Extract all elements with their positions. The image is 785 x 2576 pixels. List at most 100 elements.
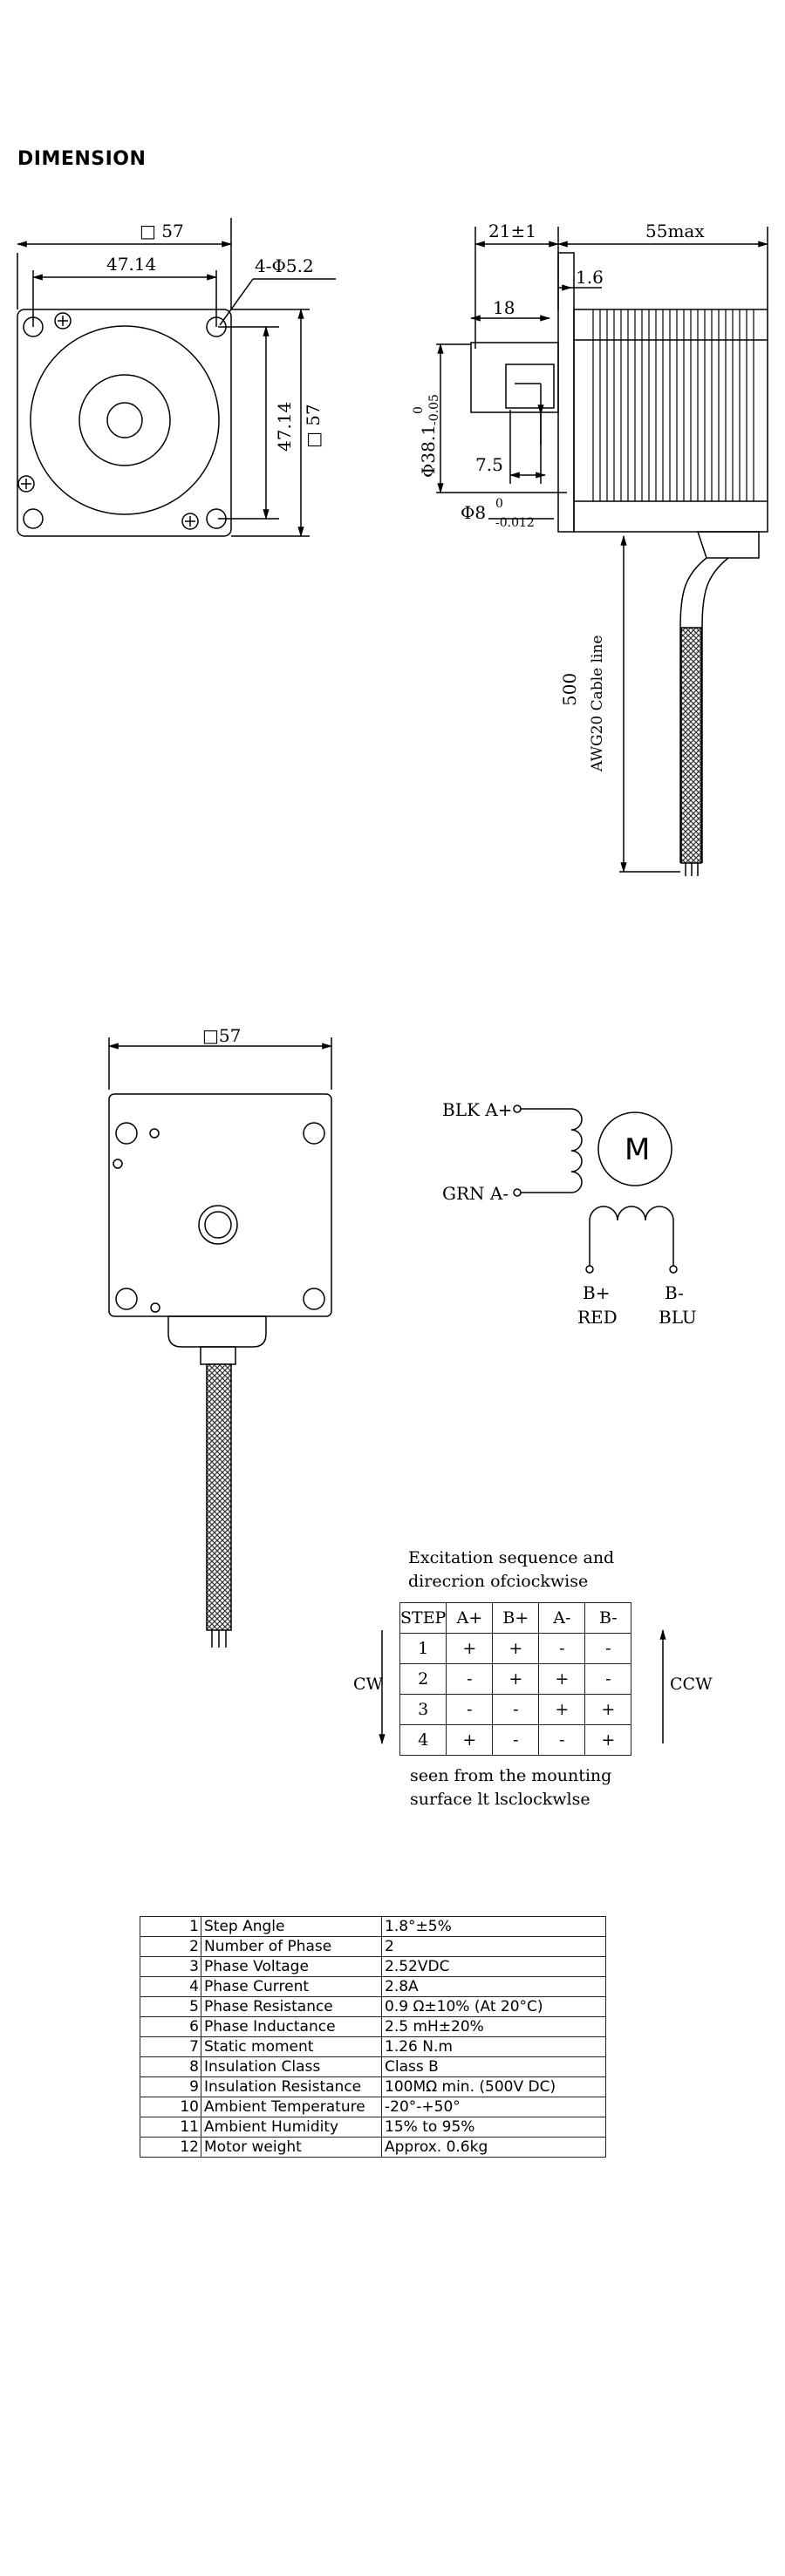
side-boss-tol-upper: 0 — [412, 406, 426, 414]
spec-value: 0.9 Ω±10% (At 20°C) — [381, 1996, 606, 2017]
header-cell: B+ — [492, 1602, 540, 1634]
excitation-row: 1 + + - - — [399, 1633, 632, 1664]
excitation-footer-line1: seen from the mounting — [410, 1766, 611, 1785]
spec-no: 7 — [140, 2036, 201, 2057]
spec-value: Class B — [381, 2056, 606, 2077]
spec-no: 9 — [140, 2076, 201, 2097]
wiring-b-minus-color: BLU — [659, 1307, 697, 1328]
spec-value: 15% to 95% — [381, 2117, 606, 2138]
excitation-header-row: STEP A+ B+ A- B- — [399, 1602, 632, 1634]
section-title: DIMENSION — [17, 148, 147, 170]
side-flat-len: 7.5 — [475, 454, 503, 475]
spec-value: 2.5 mH±20% — [381, 2016, 606, 2037]
cell: - — [538, 1724, 586, 1756]
spec-no: 1 — [140, 1916, 201, 1937]
header-cell: B- — [584, 1602, 632, 1634]
cell: 1 — [399, 1633, 447, 1664]
spec-param: Phase Voltage — [201, 1956, 382, 1977]
cell: - — [446, 1694, 494, 1725]
spec-param: Insulation Resistance — [201, 2076, 382, 2097]
spec-no: 6 — [140, 2016, 201, 2037]
excitation-title-line2: direcrion ofciockwise — [408, 1572, 588, 1591]
cell: 2 — [399, 1663, 447, 1695]
motor-symbol: M — [625, 1132, 650, 1167]
spec-param: Phase Current — [201, 1976, 382, 1997]
spec-value: Approx. 0.6kg — [381, 2137, 606, 2158]
side-shaft-tol-lower: -0.012 — [495, 516, 535, 530]
cell: + — [446, 1633, 494, 1664]
excitation-row: 2 - + + - — [399, 1663, 632, 1695]
spec-param: Step Angle — [201, 1916, 382, 1937]
front-square-size: □ 57 — [140, 221, 184, 241]
spec-no: 10 — [140, 2097, 201, 2117]
side-cable-len: 500 — [559, 673, 580, 706]
spec-param: Phase Resistance — [201, 1996, 382, 2017]
cell: + — [584, 1694, 632, 1725]
cell: + — [446, 1724, 494, 1756]
cell: - — [492, 1694, 540, 1725]
front-hole-spec: 4-Φ5.2 — [255, 255, 314, 276]
header-cell: STEP — [399, 1602, 447, 1634]
cw-label: CW — [353, 1675, 384, 1694]
cell: 4 — [399, 1724, 447, 1756]
wiring-b-minus: B- — [665, 1282, 684, 1303]
spec-no: 12 — [140, 2137, 201, 2158]
side-shaft-dia: Φ8 — [461, 502, 486, 523]
side-view — [436, 227, 769, 876]
spec-value: 1.8°±5% — [381, 1916, 606, 1937]
spec-value: 2.8A — [381, 1976, 606, 1997]
spec-no: 2 — [140, 1936, 201, 1957]
spec-no: 3 — [140, 1956, 201, 1977]
excitation-title-line1: Excitation sequence and — [408, 1548, 614, 1567]
spec-value: 1.26 N.m — [381, 2036, 606, 2057]
excitation-row: 3 - - + + — [399, 1694, 632, 1725]
spec-param: Motor weight — [201, 2137, 382, 2158]
rear-square-size: □57 — [202, 1025, 241, 1046]
front-view — [16, 218, 336, 538]
rear-view — [107, 1037, 333, 1648]
spec-param: Static moment — [201, 2036, 382, 2057]
wiring-a-plus: BLK A+ — [442, 1099, 512, 1120]
spec-no: 11 — [140, 2117, 201, 2138]
spec-param: Ambient Temperature — [201, 2097, 382, 2117]
front-square-size-v: □ 57 — [303, 404, 324, 448]
direction-arrows — [379, 1628, 666, 1745]
front-hole-spacing-v: 47.14 — [274, 402, 295, 452]
spec-no: 4 — [140, 1976, 201, 1997]
side-shaft-tol-upper: 0 — [495, 497, 503, 511]
cell: 3 — [399, 1694, 447, 1725]
spec-value: 2.52VDC — [381, 1956, 606, 1977]
wiring-b-plus: B+ — [583, 1282, 610, 1303]
header-cell: A- — [538, 1602, 586, 1634]
cell: - — [584, 1663, 632, 1695]
cell: - — [446, 1663, 494, 1695]
excitation-footer-line2: surface lt lsclockwlse — [410, 1790, 590, 1809]
excitation-table: STEP A+ B+ A- B- 1 + + - - 2 - + + - 3 -… — [399, 1602, 632, 1756]
ccw-label: CCW — [670, 1675, 713, 1694]
side-boss-tol-lower: -0.05 — [427, 394, 441, 425]
spec-param: Insulation Class — [201, 2056, 382, 2077]
spec-value: -20°-+50° — [381, 2097, 606, 2117]
cell: - — [538, 1633, 586, 1664]
side-boss-dia: Φ38.1 — [418, 425, 439, 478]
cell: + — [492, 1633, 540, 1664]
spec-param: Number of Phase — [201, 1936, 382, 1957]
wiring-a-minus: GRN A- — [442, 1183, 509, 1204]
cell: - — [492, 1724, 540, 1756]
spec-no: 5 — [140, 1996, 201, 2017]
header-cell: A+ — [446, 1602, 494, 1634]
cell: + — [538, 1694, 586, 1725]
